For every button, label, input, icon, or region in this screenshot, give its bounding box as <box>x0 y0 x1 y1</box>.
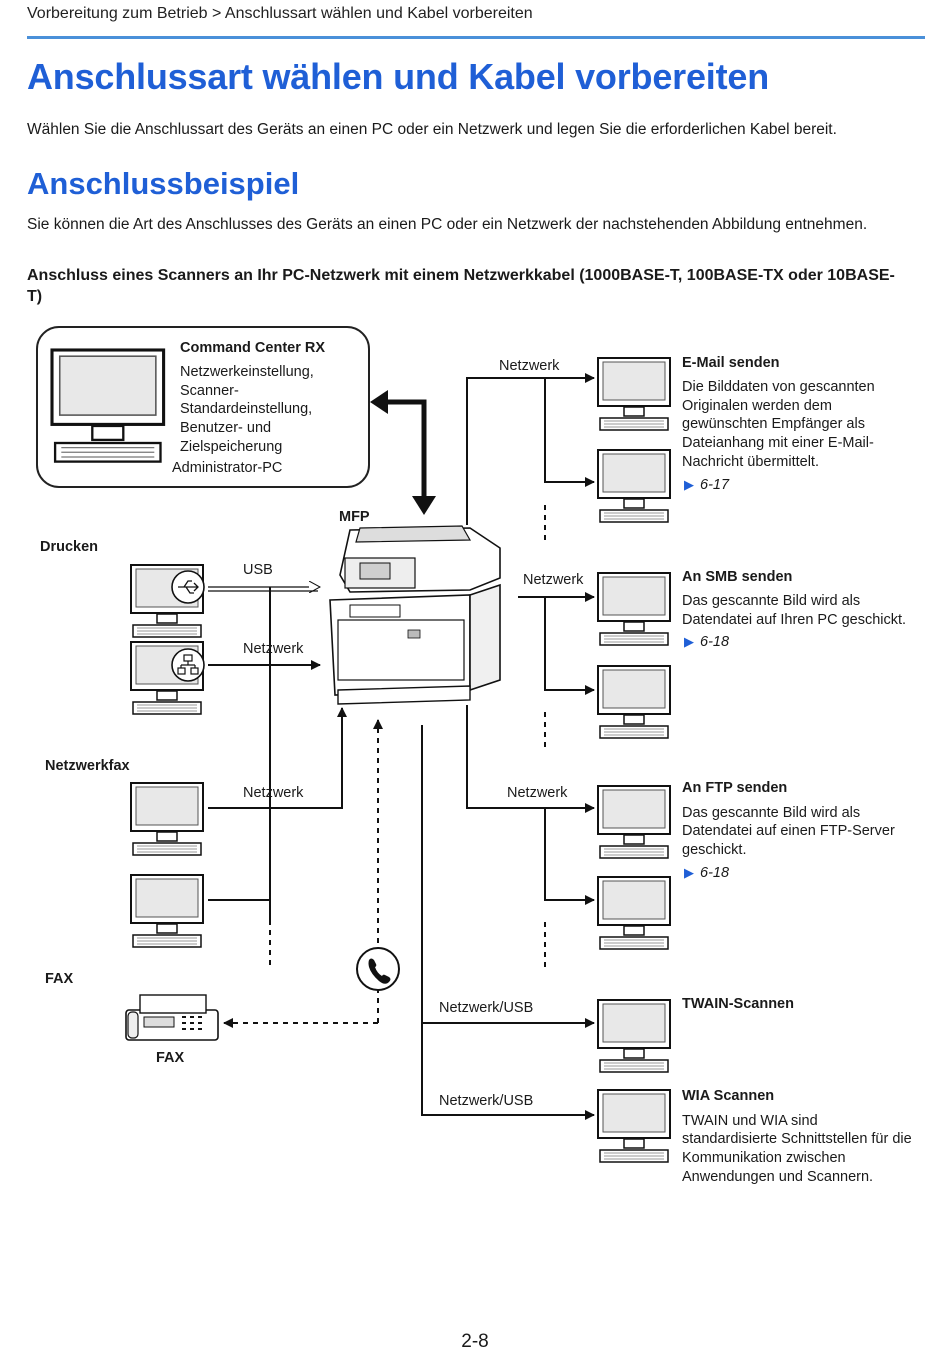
network-usb-label-twain: Netzwerk/USB <box>439 1000 534 1016</box>
email-line-3: gewünschten Empfänger als <box>682 416 865 432</box>
ftp-line-2: Datendatei auf einen FTP-Server <box>682 823 895 839</box>
smb-ref-link[interactable]: ▶ 6-18 <box>684 634 729 650</box>
print-title: Drucken <box>40 539 99 555</box>
twain-pc-icon <box>597 999 671 1073</box>
network-label-smb: Netzwerk <box>523 572 584 588</box>
phone-icon <box>356 947 400 991</box>
email-line-2: Originalen werden dem <box>682 398 832 414</box>
smb-line-1: Das gescannte Bild wird als <box>682 593 861 609</box>
admin-line-5: Zielspeicherung <box>180 439 283 455</box>
wia-line-1: TWAIN und WIA sind <box>682 1113 818 1129</box>
admin-line-3: Standardeinstellung, <box>180 401 313 417</box>
admin-line-2: Scanner- <box>180 383 239 399</box>
wia-title: WIA Scannen <box>682 1088 775 1104</box>
section-title: Anschlussbeispiel <box>27 166 300 201</box>
usb-label: USB <box>243 562 273 578</box>
netfax-pc-icon-2 <box>130 874 204 948</box>
fax-device-label: FAX <box>156 1050 185 1066</box>
ftp-pc-icon-1 <box>597 785 671 859</box>
email-pc-icon-2 <box>597 449 671 523</box>
breadcrumb: Vorbereitung zum Betrieb > Anschlussart … <box>27 5 533 22</box>
admin-pc-icon <box>50 348 166 464</box>
connection-subheading: Anschluss eines Scanners an Ihr PC-Netzw… <box>27 267 895 305</box>
wia-line-4: Anwendungen und Scannern. <box>682 1169 874 1185</box>
network-label-ftp: Netzwerk <box>507 785 568 801</box>
smb-line-2: Datendatei auf Ihren PC geschickt. <box>682 612 907 628</box>
wia-line-3: Kommunikation zwischen <box>682 1150 846 1166</box>
fax-machine-icon <box>125 994 219 1041</box>
admin-line-4: Benutzer- und <box>180 420 272 436</box>
page-title: Anschlussart wählen und Kabel vorbereite… <box>27 56 769 97</box>
email-line-1: Die Bilddaten von gescannten <box>682 379 875 395</box>
network-icon <box>171 648 205 682</box>
email-ref: 6-17 <box>700 477 730 493</box>
fax-title: FAX <box>45 971 74 987</box>
intro-text: Wählen Sie die Anschlussart des Geräts a… <box>27 121 837 138</box>
network-label-email: Netzwerk <box>499 358 560 374</box>
ftp-title: An FTP senden <box>682 780 788 796</box>
smb-pc-icon-1 <box>597 572 671 646</box>
smb-title: An SMB senden <box>682 569 793 585</box>
triangle-right-icon: ▶ <box>684 634 694 649</box>
print-network-label: Netzwerk <box>243 641 304 657</box>
wia-pc-icon <box>597 1089 671 1163</box>
netfax-title: Netzwerkfax <box>45 758 130 774</box>
email-ref-link[interactable]: ▶ 6-17 <box>684 477 729 493</box>
smb-pc-icon-2 <box>597 665 671 739</box>
ftp-ref-link[interactable]: ▶ 6-18 <box>684 865 729 881</box>
mfp-label: MFP <box>339 509 370 525</box>
netfax-pc-icon-1 <box>130 782 204 856</box>
page-number: 2-8 <box>461 1331 489 1352</box>
header-rule <box>27 36 925 39</box>
email-pc-icon-1 <box>597 357 671 431</box>
usb-icon <box>171 570 205 604</box>
admin-title: Command Center RX <box>180 340 326 356</box>
email-line-4: Dateianhang mit einer E-Mail- <box>682 435 874 451</box>
smb-ref: 6-18 <box>700 634 730 650</box>
email-line-5: Nachricht übermittelt. <box>682 454 819 470</box>
ftp-pc-icon-2 <box>597 876 671 950</box>
wia-line-2: standardisierte Schnittstellen für die <box>682 1131 912 1147</box>
section-text: Sie können die Art des Anschlusses des G… <box>27 216 868 233</box>
network-usb-label-wia: Netzwerk/USB <box>439 1093 534 1109</box>
ftp-line-1: Das gescannte Bild wird als <box>682 805 861 821</box>
netfax-network-label: Netzwerk <box>243 785 304 801</box>
mfp-device-icon <box>329 525 501 705</box>
email-title: E-Mail senden <box>682 355 780 371</box>
admin-line-1: Netzwerkeinstellung, <box>180 364 314 380</box>
admin-pc-label: Administrator-PC <box>172 460 283 476</box>
triangle-right-icon: ▶ <box>684 865 694 880</box>
ftp-ref: 6-18 <box>700 865 730 881</box>
triangle-right-icon: ▶ <box>684 477 694 492</box>
ftp-line-3: geschickt. <box>682 842 747 858</box>
twain-title: TWAIN-Scannen <box>682 996 794 1012</box>
